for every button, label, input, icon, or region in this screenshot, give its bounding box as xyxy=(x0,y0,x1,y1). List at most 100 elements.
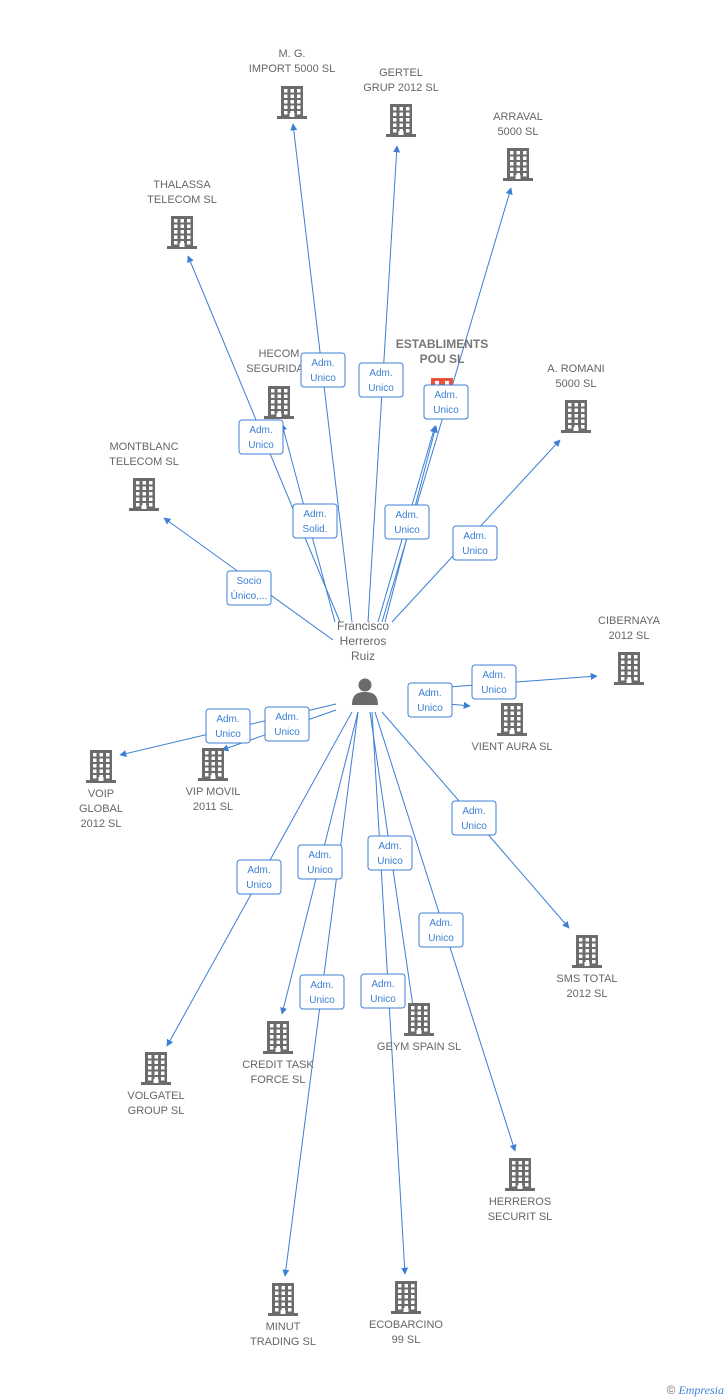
person-name: Ruiz xyxy=(351,649,375,663)
relation-label-box[interactable]: Adm.Unico xyxy=(205,708,251,744)
relation-label-text: Socio xyxy=(236,576,261,587)
relation-label-box[interactable]: Adm. Unico xyxy=(451,800,497,836)
relation-label-text: Adm. xyxy=(429,918,452,929)
relation-label-text: Unico xyxy=(394,525,420,536)
relation-label-text: Unico xyxy=(377,856,403,867)
relation-label-text: Adm. xyxy=(462,806,485,817)
company-name: ARRAVAL xyxy=(493,111,543,123)
company-name: ECOBARCINO xyxy=(369,1319,443,1331)
relation-label-text: Unico xyxy=(461,821,487,832)
relation-label-box[interactable]: Adm.Unico xyxy=(360,973,406,1009)
company-name: POU SL xyxy=(420,352,465,366)
building-icon xyxy=(614,652,644,685)
company-name: 5000 SL xyxy=(556,378,597,390)
company-node-gertel[interactable]: GERTEL GRUP 2012 SL xyxy=(363,67,439,137)
relation-label-text: Adm. xyxy=(369,368,392,379)
company-name: 2012 SL xyxy=(81,818,122,830)
relation-label-box[interactable]: Adm.Unico xyxy=(452,525,498,561)
relation-label-box[interactable]: Adm.Unico xyxy=(238,419,284,455)
relation-label-text: Unico xyxy=(246,880,272,891)
relation-label-text: Adm. xyxy=(247,865,270,876)
relation-label-box[interactable]: Adm.Unico xyxy=(300,352,346,388)
company-name: 99 SL xyxy=(392,1334,421,1346)
relation-label-box[interactable]: Adm. Unico xyxy=(236,859,282,895)
relation-label-text: Unico xyxy=(248,440,274,451)
relation-label-frame xyxy=(300,352,346,388)
relation-label-box[interactable]: Adm. Unico xyxy=(299,974,345,1010)
copyright-symbol: © xyxy=(666,1383,676,1397)
relation-label-box[interactable]: Adm.Unico xyxy=(264,706,310,742)
relation-label-frame xyxy=(471,664,517,700)
relation-label-box[interactable]: Adm.Solid. xyxy=(292,503,338,539)
company-name: A. ROMANI xyxy=(547,363,604,375)
relation-label-text: Unico xyxy=(433,405,459,416)
relation-label-text: Unico xyxy=(310,373,336,384)
relation-label-text: Unico xyxy=(428,933,454,944)
company-name: HERREROS xyxy=(489,1196,551,1208)
relation-label-text: Unico xyxy=(417,703,443,714)
relation-label-frame xyxy=(292,503,338,539)
relation-label-text: Adm. xyxy=(310,980,333,991)
company-node-a-romani[interactable]: A. ROMANI 5000 SL xyxy=(547,363,605,433)
relation-label-text: Adm. xyxy=(378,841,401,852)
relation-label-frame xyxy=(360,973,406,1009)
person-icon xyxy=(352,678,378,705)
building-icon xyxy=(268,1283,298,1316)
relation-label-box[interactable]: Adm.Unico xyxy=(407,682,453,718)
relation-label-box[interactable]: Adm. Unico xyxy=(384,504,430,540)
nodes-layer: M. G.IMPORT 5000 SL GERTEL GRUP 2012 SL ARR… xyxy=(79,48,661,1348)
relation-label-box[interactable]: SocioÚnico,... xyxy=(226,570,272,606)
company-name: CIBERNAYA xyxy=(598,615,661,627)
relation-label-frame xyxy=(205,708,251,744)
person-name: Herreros xyxy=(340,634,387,648)
relation-label-frame xyxy=(367,835,413,871)
company-node-ecobarcino[interactable]: ECOBARCINO 99 SL xyxy=(369,1281,443,1346)
relation-label-text: Adm. xyxy=(482,670,505,681)
company-name: SEGURIDAD xyxy=(246,363,311,375)
relation-label-frame xyxy=(299,974,345,1010)
relation-label-text: Unico xyxy=(462,546,488,557)
relation-label-box[interactable]: Adm.Unico xyxy=(423,384,469,420)
relation-label-frame xyxy=(451,800,497,836)
relation-label-text: Unico xyxy=(307,865,333,876)
building-icon xyxy=(198,748,228,781)
building-icon xyxy=(386,104,416,137)
relation-label-box[interactable]: Adm. Unico xyxy=(418,912,464,948)
relation-label-frame xyxy=(238,419,284,455)
relation-label-box[interactable]: Adm.Unico xyxy=(297,844,343,880)
relation-label-box[interactable]: Adm. Unico xyxy=(367,835,413,871)
company-node-geym-spain[interactable]: GEYM SPAIN SL xyxy=(377,1003,461,1053)
building-icon xyxy=(503,148,533,181)
company-name: GRUP 2012 SL xyxy=(363,82,439,94)
building-icon xyxy=(572,935,602,968)
company-node-mg-import[interactable]: M. G.IMPORT 5000 SL xyxy=(249,48,335,119)
company-name: 2011 SL xyxy=(193,801,233,813)
company-name: TRADING SL xyxy=(250,1336,316,1348)
relation-label-frame xyxy=(384,504,430,540)
building-icon xyxy=(264,386,294,419)
relation-label-box[interactable]: Adm.Unico xyxy=(358,362,404,398)
relation-label-box[interactable]: Adm.Unico xyxy=(471,664,517,700)
relation-label-text: Adm. xyxy=(395,510,418,521)
relation-label-text: Unico xyxy=(309,995,335,1006)
company-node-vient-aura[interactable]: VIENT AURA SL xyxy=(471,703,553,753)
company-name: GLOBAL xyxy=(79,803,123,815)
company-name: M. G. xyxy=(279,48,306,60)
company-name: GERTEL xyxy=(379,67,423,79)
relation-label-frame xyxy=(423,384,469,420)
